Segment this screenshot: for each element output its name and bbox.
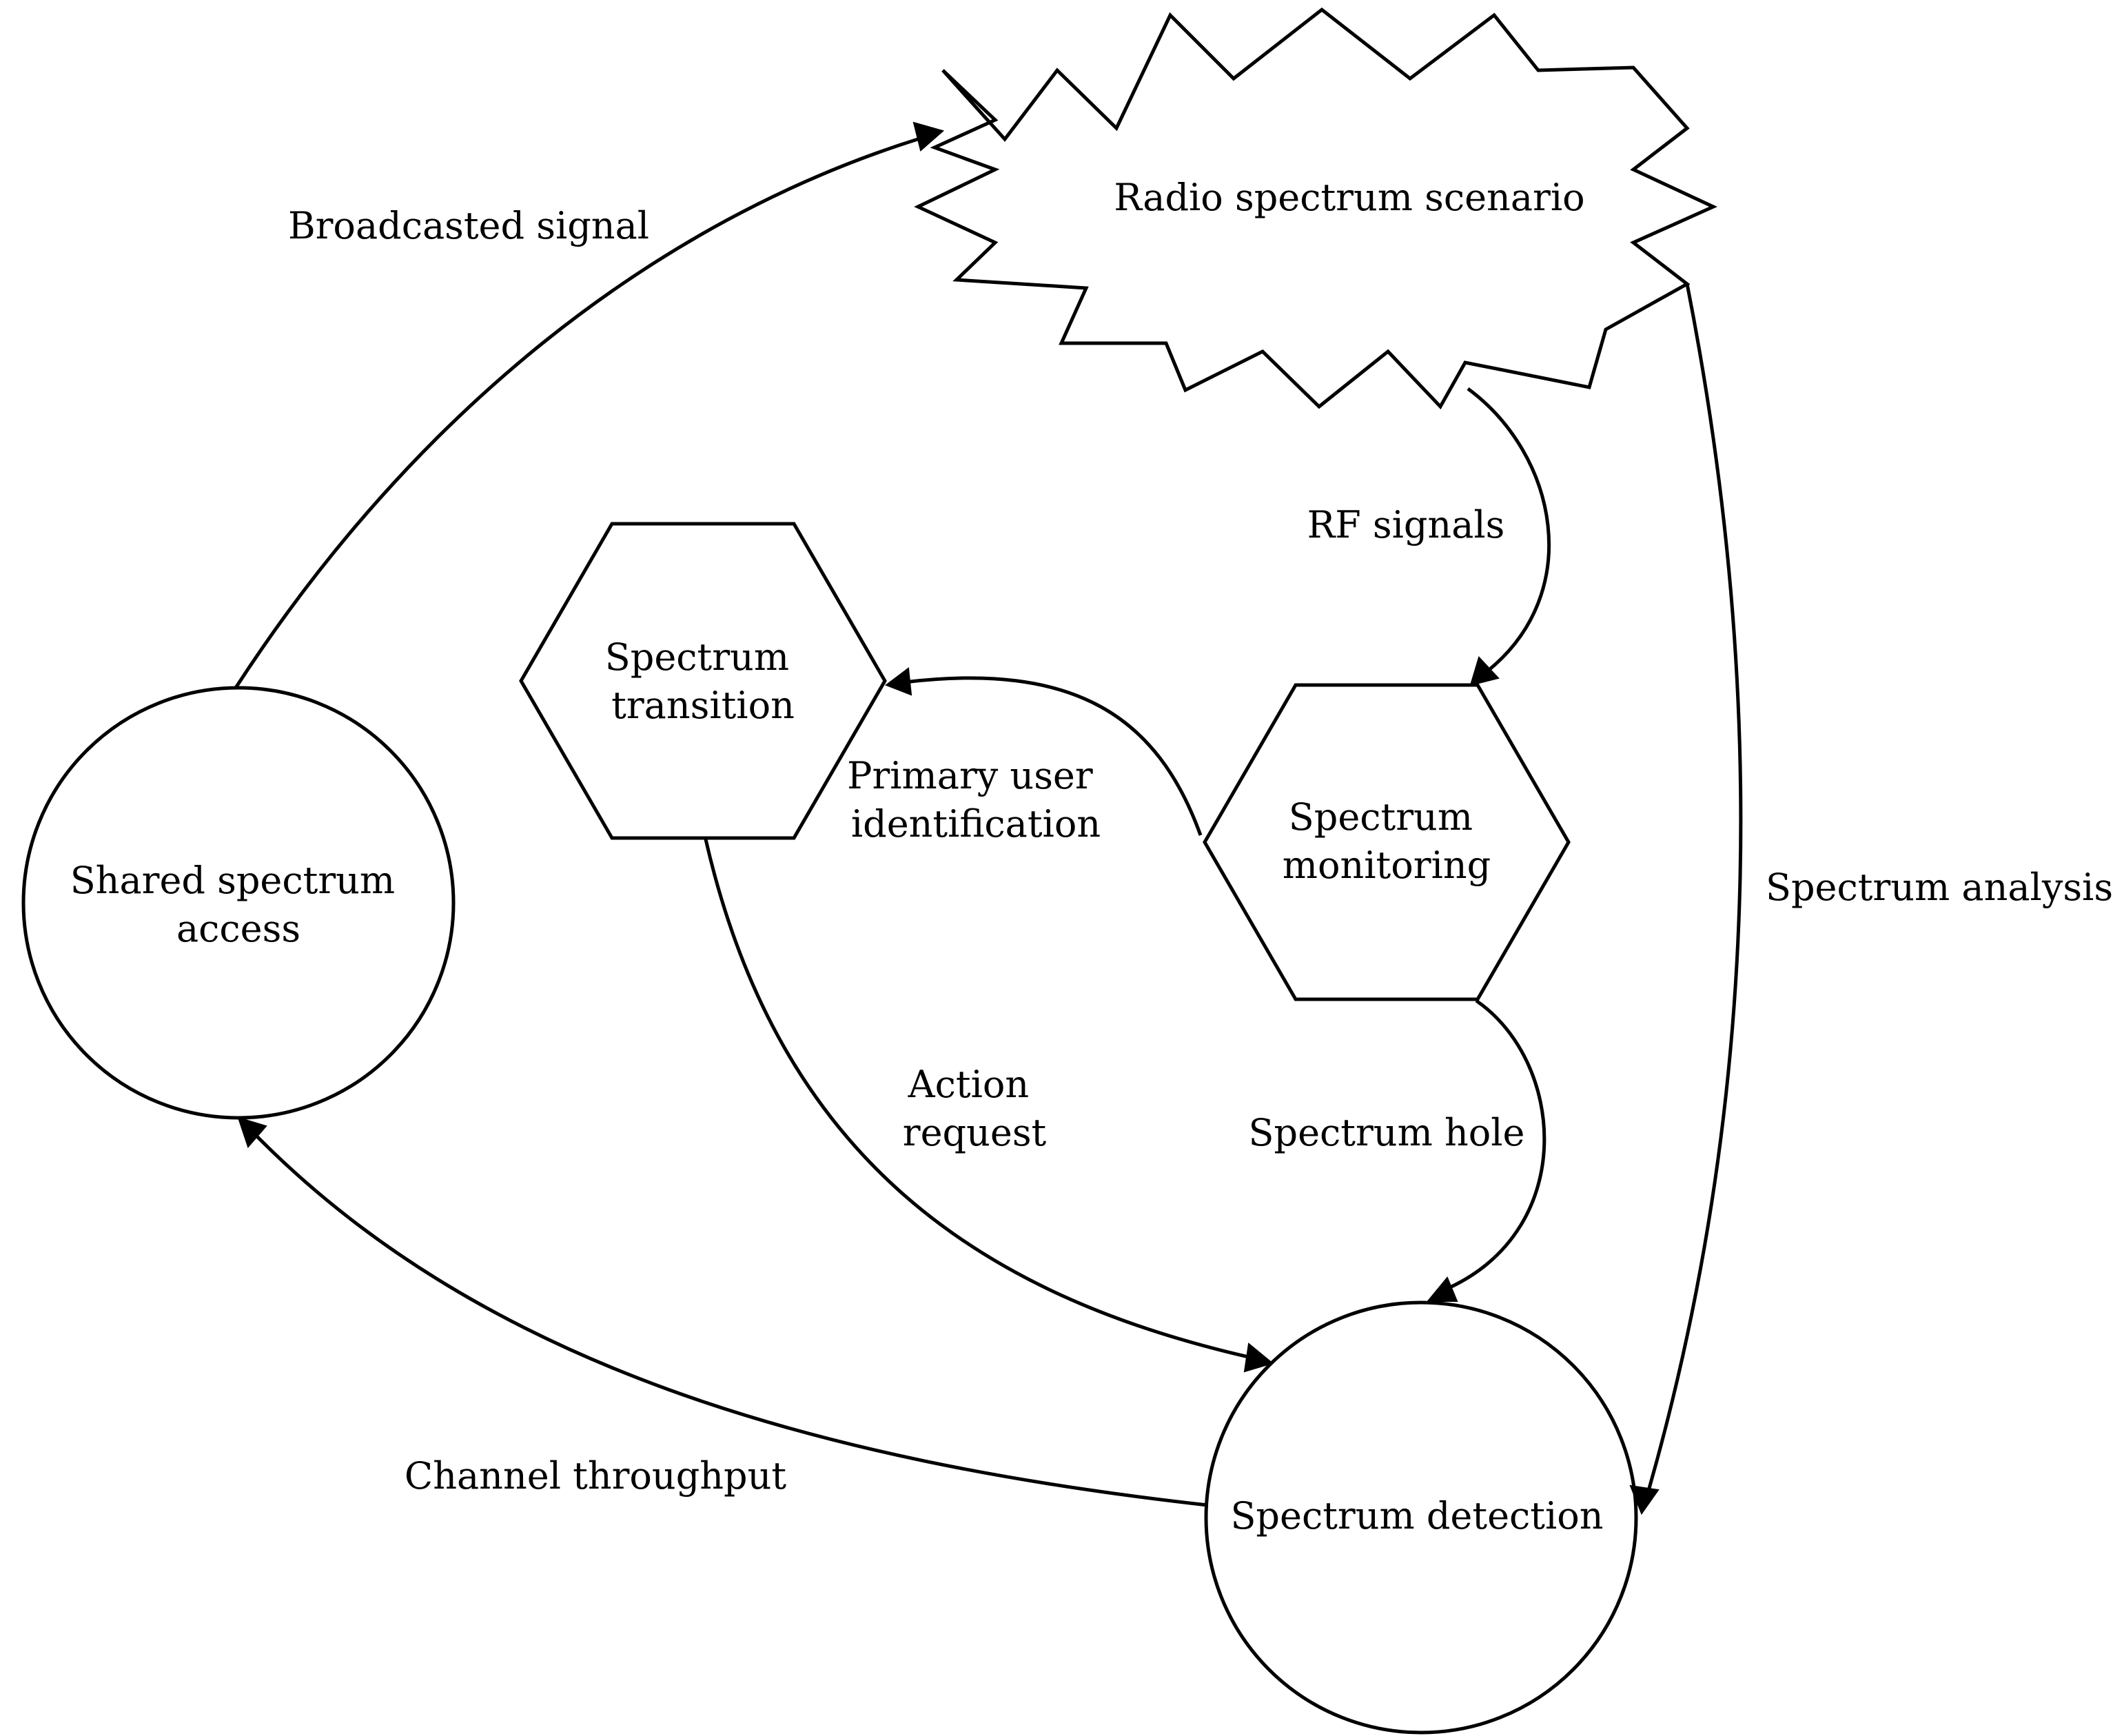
starburst-shape (914, 7, 1718, 410)
edge-action-request-label: Action request (903, 1063, 1047, 1154)
node-spectrum-detection: Spectrum detection (1204, 1300, 1638, 1735)
edge-action-request-line-1: Action (908, 1063, 1030, 1106)
edge-primary-user-label: Primary user identification (847, 754, 1105, 846)
node-radio-spectrum-label: Radio spectrum scenario (1114, 176, 1584, 219)
node-spectrum-detection-line-1: Spectrum detection (1230, 1494, 1603, 1538)
edge-action-request-path (704, 839, 1252, 1360)
node-spectrum-transition-label: Spectrum transition (605, 635, 801, 727)
hexagon-shape (519, 522, 887, 840)
node-spectrum-transition-line-1: Spectrum (605, 635, 789, 679)
edge-rf-signals: RF signals (1307, 387, 1551, 686)
hexagon-shape (1203, 683, 1571, 1001)
edge-action-request-line-2: request (903, 1111, 1047, 1154)
edge-broadcasted-signal: Broadcasted signal (234, 121, 945, 689)
node-spectrum-monitoring-label: Spectrum monitoring (1283, 795, 1491, 887)
edge-channel-throughput: Channel throughput (237, 1116, 1208, 1507)
edge-rf-signals-label: RF signals (1307, 503, 1505, 547)
edge-broadcasted-arrowhead (912, 121, 945, 152)
edge-spectrum-analysis-arrowhead (1629, 1484, 1660, 1515)
node-spectrum-detection-label: Spectrum detection (1230, 1494, 1603, 1538)
edge-primary-user-line-1: Primary user (847, 754, 1093, 797)
node-radio-spectrum-scenario: Radio spectrum scenario (914, 7, 1718, 410)
node-shared-access-line-1: Shared spectrum (70, 859, 395, 902)
node-spectrum-transition-line-2: transition (611, 684, 795, 727)
edge-spectrum-hole-arrowhead (1426, 1276, 1458, 1302)
edge-spectrum-hole: Spectrum hole (1249, 999, 1547, 1302)
edge-rf-signals-arrowhead (1469, 656, 1500, 686)
edge-spectrum-analysis-path (1645, 283, 1743, 1496)
edge-action-request: Action request (704, 839, 1274, 1373)
edge-broadcasted-label: Broadcasted signal (288, 204, 649, 247)
edge-primary-user-line-2: identification (851, 802, 1101, 846)
edge-rf-signals-line-1: RF signals (1307, 503, 1505, 547)
node-spectrum-monitoring-line-2: monitoring (1283, 844, 1491, 887)
node-shared-spectrum-access: Shared spectrum access (21, 686, 456, 1120)
edge-broadcasted-line-1: Broadcasted signal (288, 204, 649, 247)
edge-spectrum-analysis: Spectrum analysis (1629, 283, 2113, 1515)
circle-shape (1204, 1300, 1638, 1735)
node-spectrum-monitoring-line-1: Spectrum (1289, 795, 1473, 839)
node-radio-spectrum-line-1: Radio spectrum scenario (1114, 176, 1584, 219)
edge-channel-throughput-label: Channel throughput (405, 1454, 787, 1498)
node-shared-access-label: Shared spectrum access (70, 859, 407, 950)
edge-spectrum-analysis-line-1: Spectrum analysis (1766, 866, 2113, 909)
edge-primary-user-path (904, 676, 1203, 836)
edge-spectrum-hole-label: Spectrum hole (1249, 1111, 1525, 1154)
edge-action-request-arrowhead (1243, 1342, 1274, 1373)
circle-shape (21, 686, 456, 1120)
edge-spectrum-hole-path (1449, 999, 1547, 1289)
node-spectrum-transition: Spectrum transition (519, 522, 887, 840)
edge-spectrum-hole-line-1: Spectrum hole (1249, 1111, 1525, 1154)
edge-channel-throughput-path (255, 1134, 1208, 1507)
edge-primary-user-identification: Primary user identification (847, 667, 1203, 846)
edge-primary-user-arrowhead (884, 667, 912, 696)
node-spectrum-monitoring: Spectrum monitoring (1203, 683, 1571, 1001)
edge-broadcasted-path (234, 136, 923, 689)
edge-channel-throughput-arrowhead (237, 1116, 267, 1148)
node-shared-access-line-2: access (176, 907, 300, 950)
edge-rf-signals-path (1467, 387, 1551, 673)
edge-channel-throughput-line-1: Channel throughput (405, 1454, 787, 1498)
edge-spectrum-analysis-label: Spectrum analysis (1766, 866, 2113, 909)
